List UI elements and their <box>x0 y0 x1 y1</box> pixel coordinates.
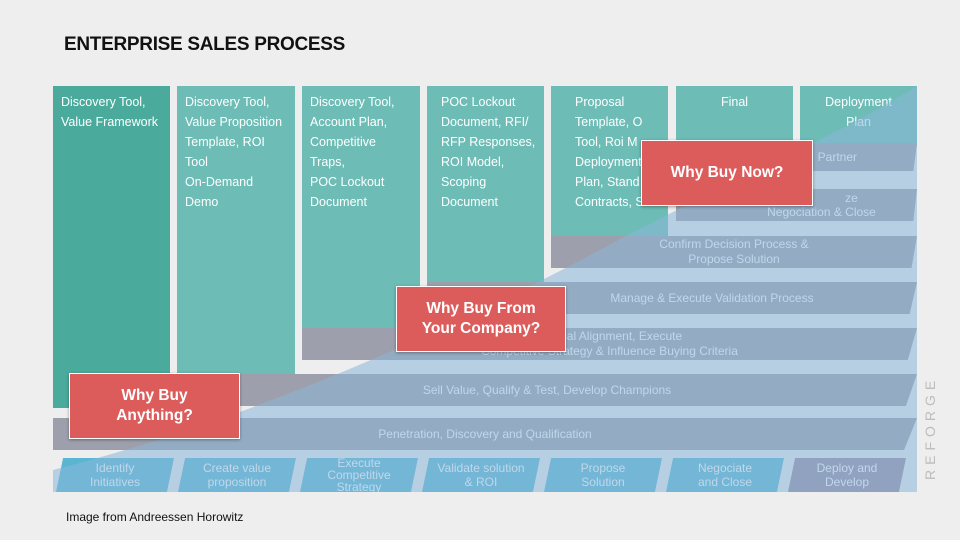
column-3-text: Discovery Tool, Account Plan, Competitiv… <box>310 95 395 209</box>
page-title: ENTERPRISE SALES PROCESS <box>64 34 346 55</box>
step-create-value-proposition: Create value proposition <box>178 458 296 492</box>
step-identify-initiatives: Identify Initiatives <box>56 458 174 492</box>
bar-confirm-decision-text: Confirm Decision Process & Propose Solut… <box>659 237 809 266</box>
bar-negociation-text: Negociation & Close <box>767 205 876 219</box>
callout-why-buy-anything-text: Why Buy Anything? <box>116 387 193 424</box>
column-1-text: Discovery Tool, Value Framework <box>61 95 159 129</box>
step-5-text: Propose Solution <box>580 461 626 489</box>
step-3-text: Execute Competitive Strategy <box>327 456 391 494</box>
step-4-text: Validate solution & ROI <box>437 461 525 489</box>
column-2-text: Discovery Tool, Value Proposition Templa… <box>185 95 283 209</box>
column-6-text: Final <box>720 95 749 109</box>
step-1-text: Identify Initiatives <box>89 461 141 489</box>
bar-vertical-alignment: Vertical Alignment, Execute Competitive … <box>302 328 917 360</box>
bar-confirm-decision: Confirm Decision Process & Propose Solut… <box>551 236 917 268</box>
callout-why-buy-from-your-company: Why Buy From Your Company? <box>396 286 566 352</box>
step-6-text: Negociate and Close <box>697 461 753 489</box>
callout-why-buy-now-text: Why Buy Now? <box>670 164 784 181</box>
step-deploy-develop: Deploy and Develop <box>788 458 906 492</box>
bar-negociation-partial: ze <box>845 191 858 205</box>
column-4: POC Lockout Document, RFI/ RFP Responses… <box>427 86 544 286</box>
image-credit: Image from Andreessen Horowitz <box>66 510 244 524</box>
bar-sell-value: Sell Value, Qualify & Test, Develop Cham… <box>177 374 917 406</box>
bar-penetration-text: Penetration, Discovery and Qualification <box>378 426 592 441</box>
column-6: Final <box>676 86 793 146</box>
step-validate-solution: Validate solution & ROI <box>422 458 540 492</box>
step-execute-competitive-strategy: Execute Competitive Strategy <box>300 458 418 492</box>
brand-watermark: REFORGE <box>922 375 938 480</box>
column-7: Deployment Plan <box>800 86 917 146</box>
step-2-text: Create value proposition <box>202 461 272 489</box>
callout-why-buy-anything: Why Buy Anything? <box>69 373 240 439</box>
callout-why-buy-now: Why Buy Now? <box>641 140 813 206</box>
step-7-text: Deploy and Develop <box>816 461 878 489</box>
bar-manage-validation-text: Manage & Execute Validation Process <box>610 290 814 305</box>
column-4-text: POC Lockout Document, RFI/ RFP Responses… <box>441 95 536 209</box>
callout-why-buy-from-text: Why Buy From Your Company? <box>421 300 541 337</box>
step-negociate-close: Negociate and Close <box>666 458 784 492</box>
step-propose-solution: Propose Solution <box>544 458 662 492</box>
bar-sell-value-text: Sell Value, Qualify & Test, Develop Cham… <box>422 382 672 397</box>
column-2: Discovery Tool, Value Proposition Templa… <box>177 86 295 374</box>
bar-partner-text: Partner <box>817 149 857 164</box>
column-1: Discovery Tool, Value Framework <box>53 86 170 408</box>
column-7-text: Deployment Plan <box>825 95 892 129</box>
